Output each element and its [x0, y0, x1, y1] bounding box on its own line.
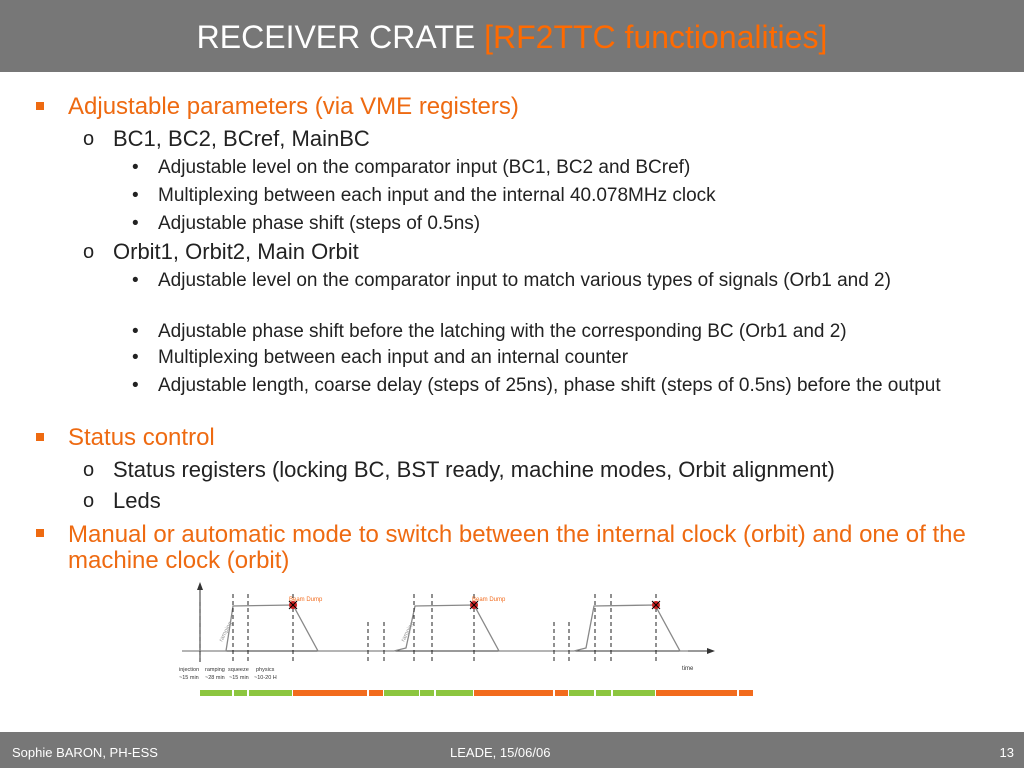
duration-injection: ~15 min — [179, 675, 199, 681]
square-bullet-icon — [36, 433, 44, 441]
sub-bullet-orbit: Orbit1, Orbit2, Main Orbit — [113, 239, 359, 264]
dot-bullet-icon: • — [132, 270, 139, 291]
circle-bullet-icon: o — [83, 128, 95, 150]
page-number: 13 — [999, 745, 1014, 760]
item-orbit-length: Adjustable length, coarse delay (steps o… — [158, 375, 941, 396]
item-bc-multiplexing: Multiplexing between each input and the … — [158, 185, 716, 206]
title-main: RECEIVER CRATE — [196, 19, 476, 55]
beam-dump-label: Beam Dump — [472, 597, 506, 603]
circle-bullet-icon: o — [83, 490, 95, 512]
phase-label-ramping: ramping — [205, 667, 225, 673]
item-bc-phase: Adjustable phase shift (steps of 0.5ns) — [158, 213, 481, 234]
square-bullet-icon — [36, 529, 44, 537]
time-label: time — [682, 666, 694, 672]
energy-curve — [182, 604, 688, 652]
phase-label-injection: injection — [179, 667, 199, 673]
dot-bullet-icon: • — [132, 321, 139, 342]
phase-label-physics: physics — [256, 667, 275, 673]
beam-dump-icon — [651, 600, 661, 610]
mode-timeline-bar — [200, 690, 753, 696]
y-axis-arrow-icon — [197, 582, 203, 590]
footer-author: Sophie BARON, PH-ESS — [12, 745, 158, 760]
footer-event: LEADE, 15/06/06 — [450, 745, 551, 760]
slide-title: RECEIVER CRATE [RF2TTC functionalities] — [0, 19, 1024, 55]
ramp-label: ramping — [218, 621, 233, 643]
footer-bar — [0, 732, 1024, 768]
dot-bullet-icon: • — [132, 157, 139, 178]
title-accent: [RF2TTC functionalities] — [484, 19, 828, 55]
x-axis-arrow-icon — [707, 648, 715, 654]
sub-bullet-leds: Leds — [113, 488, 161, 513]
title-bar — [0, 0, 1024, 72]
duration-physics: ~10-20 H — [254, 675, 277, 681]
beam-dump-label: Beam Dump — [289, 597, 323, 603]
item-orbit-level: Adjustable level on the comparator input… — [158, 270, 891, 291]
bullet-status-control: Status control — [68, 424, 215, 451]
dot-bullet-icon: • — [132, 185, 139, 206]
circle-bullet-icon: o — [83, 459, 95, 481]
duration-ramping: ~28 min — [205, 675, 225, 681]
beam-dump-icon — [469, 600, 479, 610]
bullet-manual-mode: Manual or automatic mode to switch betwe… — [68, 521, 966, 574]
dot-bullet-icon: • — [132, 213, 139, 234]
sub-bullet-bc: BC1, BC2, BCref, MainBC — [113, 126, 370, 151]
item-orbit-multiplexing: Multiplexing between each input and an i… — [158, 347, 629, 368]
phase-label-squeeze: squeeze — [228, 667, 249, 673]
item-bc-level: Adjustable level on the comparator input… — [158, 157, 691, 178]
square-bullet-icon — [36, 102, 44, 110]
circle-bullet-icon: o — [83, 241, 95, 263]
bullet-adjustable-parameters: Adjustable parameters (via VME registers… — [68, 93, 519, 120]
beam-dump-icon — [288, 600, 298, 610]
dot-bullet-icon: • — [132, 375, 139, 396]
dot-bullet-icon: • — [132, 347, 139, 368]
sub-bullet-status-registers: Status registers (locking BC, BST ready,… — [113, 457, 835, 482]
phase-markers — [199, 594, 657, 662]
item-orbit-phase: Adjustable phase shift before the latchi… — [158, 321, 847, 342]
duration-squeeze: ~15 min — [229, 675, 249, 681]
machine-cycle-diagram: Beam Dump Beam Dump ramping ramping time… — [179, 582, 753, 696]
